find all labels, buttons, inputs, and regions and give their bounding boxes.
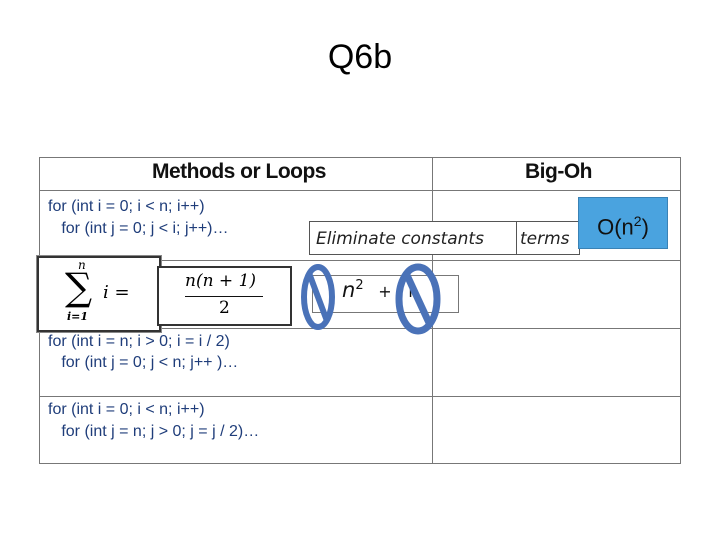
sum-lower-limit: i=1 — [67, 310, 89, 323]
table-row-divider — [39, 328, 681, 329]
answer-exponent: 2 — [633, 213, 642, 229]
table-border-right — [680, 157, 681, 463]
header-big-oh: Big-Oh — [525, 160, 592, 183]
no-sign-icon — [395, 263, 441, 335]
eliminate-constants-box — [309, 221, 519, 255]
answer-suffix: ) — [641, 214, 649, 240]
fraction-formula-box: n(n + 1) 2 — [157, 266, 292, 326]
row3-line2: for (int j = n; j > 0; j = j / 2)… — [48, 423, 260, 440]
row1-line2: for (int j = 0; j < i; j++)… — [48, 220, 229, 237]
eliminate-constants-label: Eliminate constants terms — [312, 224, 574, 254]
table-row-divider — [39, 396, 681, 397]
summation-formula-box: n ∑ i=1 i = — [37, 256, 161, 332]
row2-line2: for (int j = 0; j < n; j++ )… — [48, 354, 239, 371]
fraction-denominator: 2 — [219, 298, 230, 318]
fraction-numerator: n(n + 1) — [185, 271, 257, 291]
sum-body: i = — [103, 282, 130, 303]
terms-text: terms — [520, 229, 570, 249]
answer-big-oh-box: O(n2) — [578, 197, 668, 249]
table-border-bottom — [39, 463, 681, 464]
sum-upper-limit: n — [78, 258, 86, 272]
no-sign-icon — [301, 264, 335, 330]
expression-exponent: 2 — [355, 278, 364, 293]
table-header-divider — [39, 190, 681, 191]
sigma-icon: ∑ — [65, 265, 93, 309]
row1-line1: for (int i = 0; i < n; i++) — [48, 198, 205, 215]
expression-term1: n — [342, 278, 356, 302]
expression-operator: + — [378, 282, 392, 301]
table-row-divider — [39, 260, 681, 261]
row3-line1: for (int i = 0; i < n; i++) — [48, 401, 205, 418]
eliminate-constants-text: Eliminate constants — [316, 229, 484, 249]
fraction-bar — [185, 296, 263, 297]
table-border-top — [39, 157, 681, 158]
slide-title: Q6b — [327, 38, 393, 76]
answer-prefix: O(n — [597, 214, 634, 240]
row2-line1: for (int i = n; i > 0; i = i / 2) — [48, 333, 230, 350]
terms-box — [516, 221, 580, 255]
header-methods-or-loops: Methods or Loops — [152, 160, 327, 183]
